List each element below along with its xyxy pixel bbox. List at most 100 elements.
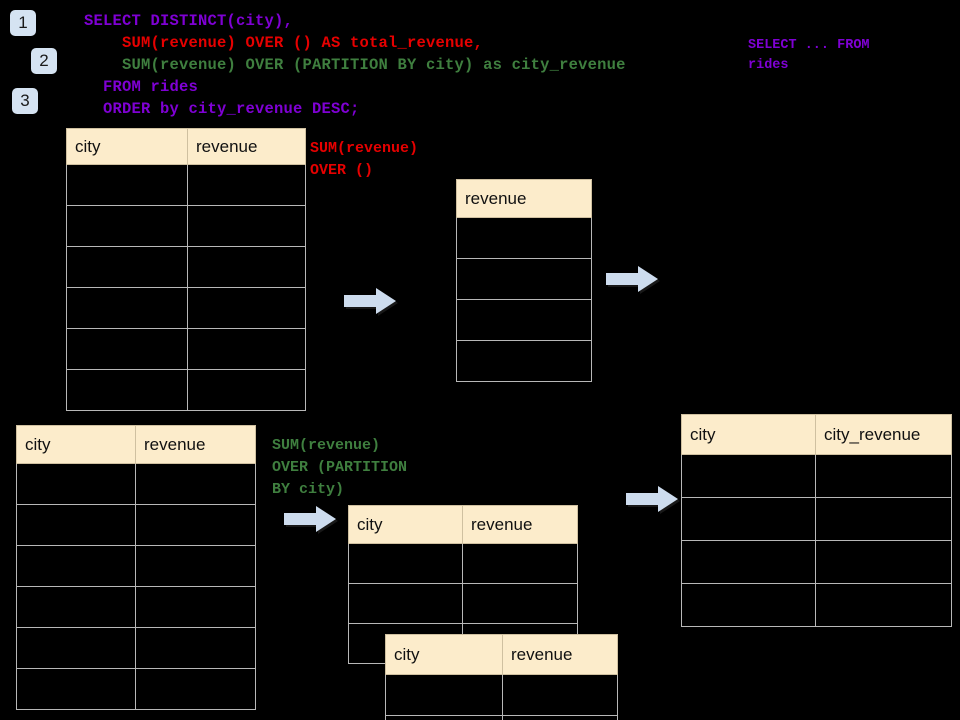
column-header-revenue: revenue <box>135 425 256 464</box>
table-cell <box>456 340 592 382</box>
table-row <box>681 583 952 627</box>
table-cell <box>16 668 136 710</box>
table-row <box>66 287 306 329</box>
table-row <box>385 715 618 720</box>
table-row <box>66 164 306 206</box>
column-header-revenue: revenue <box>502 634 618 675</box>
table-cell <box>135 504 256 546</box>
table-cell <box>456 217 592 259</box>
table-cell <box>66 164 188 206</box>
table-cell <box>135 627 256 669</box>
table-cell <box>456 299 592 341</box>
column-header-city: city <box>348 505 463 544</box>
table-cell <box>135 586 256 628</box>
sql-query-block: SELECT DISTINCT(city), SUM(revenue) OVER… <box>84 10 626 120</box>
table-cell <box>66 205 188 247</box>
table-row <box>456 299 592 341</box>
table-cell <box>385 674 503 716</box>
arrow-rides-to-total <box>344 288 400 318</box>
table-cell <box>385 715 503 720</box>
table-cell <box>462 583 578 624</box>
table-cell <box>187 164 306 206</box>
table-cell <box>135 668 256 710</box>
table-cell <box>66 328 188 370</box>
table-cell <box>187 205 306 247</box>
table-cell <box>681 583 816 627</box>
table-cell <box>456 258 592 300</box>
table-cell <box>135 463 256 505</box>
table-row <box>66 246 306 288</box>
select-from-rides-label: SELECT ... FROM rides <box>748 38 870 73</box>
table-cell <box>462 543 578 584</box>
table-row <box>66 205 306 247</box>
table-row <box>16 668 256 710</box>
step-badge-3[interactable]: 3 <box>12 88 38 114</box>
table-row <box>16 545 256 587</box>
table-cell <box>681 454 816 498</box>
table-cell <box>815 540 952 584</box>
table-cell <box>681 540 816 584</box>
table-cell <box>66 369 188 411</box>
table-cell <box>16 627 136 669</box>
arrow-rides-to-partition <box>284 506 340 536</box>
table-cell <box>348 583 463 624</box>
table-cell <box>187 369 306 411</box>
column-header-city: city <box>16 425 136 464</box>
table-cell <box>348 543 463 584</box>
table-row <box>348 583 578 624</box>
table-cell <box>66 287 188 329</box>
table-row <box>16 463 256 505</box>
step-badge-2[interactable]: 2 <box>31 48 57 74</box>
table-cell <box>16 545 136 587</box>
sum-over-partition-label: SUM(revenue) OVER (PARTITION BY city) <box>272 437 408 498</box>
table-cell <box>502 674 618 716</box>
table-row <box>66 369 306 411</box>
column-header-revenue: revenue <box>456 179 592 218</box>
table-row <box>681 454 952 498</box>
column-header-city: city <box>66 128 188 165</box>
step-badge-1[interactable]: 1 <box>10 10 36 36</box>
table-cell <box>16 586 136 628</box>
table-row <box>681 540 952 584</box>
table-row <box>456 340 592 382</box>
table-cell <box>681 497 816 541</box>
table-row <box>385 674 618 716</box>
column-header-city: city <box>681 414 816 455</box>
table-row <box>456 258 592 300</box>
table-header-row: revenue <box>456 179 592 218</box>
table-cell <box>66 246 188 288</box>
table-cell <box>16 463 136 505</box>
table-cell <box>815 454 952 498</box>
table-row <box>16 586 256 628</box>
arrow-total-to-result <box>606 266 662 296</box>
table-row <box>16 627 256 669</box>
table-cell <box>187 246 306 288</box>
table-cell <box>16 504 136 546</box>
table-cell <box>502 715 618 720</box>
arrow-partition-to-result <box>626 486 682 516</box>
table-row <box>681 497 952 541</box>
column-header-city_revenue: city_revenue <box>815 414 952 455</box>
table-cell <box>187 287 306 329</box>
column-header-revenue: revenue <box>187 128 306 165</box>
table-cell <box>187 328 306 370</box>
table-row <box>16 504 256 546</box>
sql-line-4: FROM rides <box>84 78 199 96</box>
sql-line-5: ORDER by city_revenue DESC; <box>84 100 360 118</box>
table-cell <box>135 545 256 587</box>
sum-over-empty-label: SUM(revenue) OVER () <box>310 140 419 179</box>
table-total-revenue: revenue <box>456 179 592 382</box>
column-header-city: city <box>385 634 503 675</box>
table-row <box>348 543 578 584</box>
table-row <box>66 328 306 370</box>
table-cell <box>815 497 952 541</box>
sql-line-1: SELECT DISTINCT(city), <box>84 12 294 30</box>
sql-line-3: SUM(revenue) OVER (PARTITION BY city) as… <box>84 56 626 74</box>
